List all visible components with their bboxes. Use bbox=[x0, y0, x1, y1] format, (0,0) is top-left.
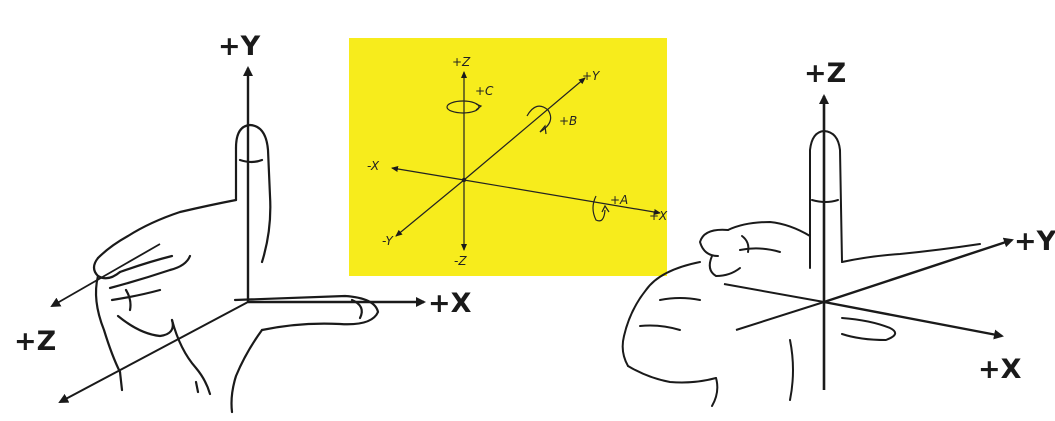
right-x-axis bbox=[823, 300, 1004, 340]
right-y-axis bbox=[823, 237, 1014, 304]
right-x-axis-back bbox=[723, 283, 825, 303]
axis-reference-panel: +Z -Z +Y -Y -X +X +C +B +A bbox=[349, 38, 668, 276]
panel-y-axis-neg bbox=[395, 179, 465, 237]
panel-x-axis-pos bbox=[463, 179, 661, 215]
right-hand-figure: +Z +Y +X bbox=[621, 58, 1055, 407]
panel-label-pos-z: +Z bbox=[452, 55, 471, 69]
left-label-z: +Z bbox=[14, 326, 56, 357]
left-hand-figure: +Y +X +Z bbox=[14, 31, 472, 414]
panel-label-neg-z: -Z bbox=[454, 254, 467, 268]
panel-background bbox=[349, 38, 667, 276]
panel-x-axis-neg bbox=[391, 166, 465, 181]
left-label-x: +X bbox=[428, 288, 472, 319]
panel-label-c: +C bbox=[475, 84, 494, 98]
right-y-axis-back bbox=[735, 301, 825, 331]
left-hand-drawing bbox=[92, 123, 380, 414]
left-z-axis-back bbox=[50, 243, 161, 307]
rotation-a-icon bbox=[592, 195, 606, 222]
right-label-x: +X bbox=[978, 354, 1022, 385]
panel-label-pos-x: +X bbox=[649, 209, 668, 223]
left-z-axis bbox=[58, 301, 249, 403]
panel-label-b: +B bbox=[559, 114, 577, 128]
right-label-z: +Z bbox=[804, 58, 846, 89]
right-label-y: +Y bbox=[1014, 226, 1055, 257]
rotation-b-icon bbox=[526, 105, 552, 133]
left-label-y: +Y bbox=[218, 31, 261, 62]
panel-origin bbox=[461, 177, 467, 183]
panel-label-a: +A bbox=[610, 193, 628, 207]
panel-y-axis-pos bbox=[463, 77, 586, 181]
panel-label-neg-x: -X bbox=[367, 159, 380, 173]
panel-label-neg-y: -Y bbox=[382, 234, 394, 248]
panel-label-pos-y: +Y bbox=[582, 69, 601, 83]
right-hand-drawing bbox=[621, 130, 981, 407]
